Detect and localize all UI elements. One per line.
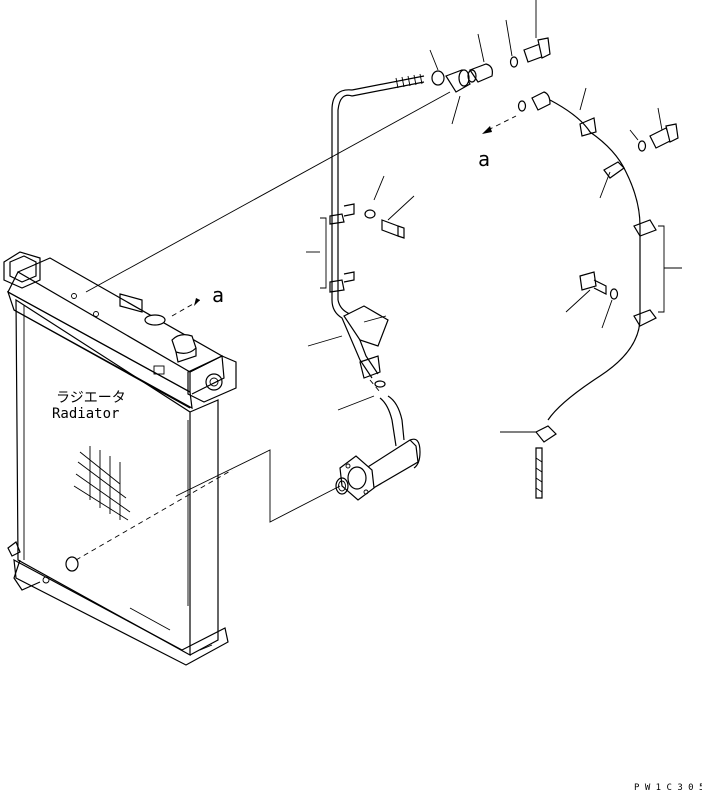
radiator-label-en: Radiator (52, 406, 119, 422)
view-marker-left-label: a (212, 283, 224, 307)
drawing-code: P W 1 C 3 0 5 (634, 783, 702, 793)
radiator-assembly: ラジエータ Radiator (3, 251, 237, 666)
callout-line-radiator (175, 449, 341, 523)
view-marker-right-label: a (478, 147, 490, 171)
view-marker-left: a (171, 283, 224, 317)
top-fittings (429, 0, 551, 125)
right-hose-assembly (500, 87, 682, 499)
overflow-tube (85, 73, 451, 393)
clamp-bolts-left (364, 175, 415, 239)
radiator-label-jp: ラジエータ (56, 390, 126, 406)
view-marker-right: a (478, 115, 517, 171)
drain-dash-line (75, 469, 233, 561)
lower-pipe (335, 380, 421, 501)
